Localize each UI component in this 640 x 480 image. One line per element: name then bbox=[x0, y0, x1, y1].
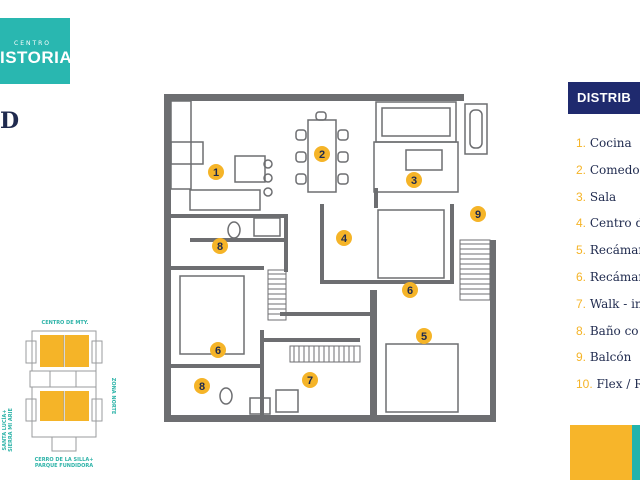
room-marker bbox=[210, 342, 226, 358]
floor-plan: 1 2 3 4 5 6 6 7 8 8 9 bbox=[160, 90, 500, 430]
distribution-item: 5. Recámar bbox=[576, 243, 640, 258]
room-marker-label: 8 bbox=[199, 381, 205, 393]
distribution-header: DISTRIB bbox=[568, 82, 640, 114]
room-marker-label: 4 bbox=[341, 233, 348, 245]
kitchen-counters bbox=[170, 100, 273, 211]
distribution-item: 7. Walk - in bbox=[576, 296, 640, 311]
room-marker bbox=[402, 282, 418, 298]
room-marker-label: 1 bbox=[213, 167, 219, 179]
room-marker bbox=[302, 372, 318, 388]
room-marker bbox=[470, 206, 486, 222]
balcony-strip bbox=[464, 103, 488, 155]
unit-highlight bbox=[40, 335, 64, 367]
distribution-item: 6. Recámar bbox=[576, 269, 640, 284]
brand-logo: CENTRO ISTORIA bbox=[0, 18, 70, 84]
distribution-list: 1. Cocina 2. Comedo 3. Sala 4. Centro d … bbox=[576, 136, 640, 404]
distribution-item: 3. Sala bbox=[576, 189, 617, 204]
building-wing bbox=[91, 340, 103, 364]
room-marker-label: 2 bbox=[319, 149, 325, 161]
building-base bbox=[51, 436, 77, 452]
room-marker-label: 6 bbox=[215, 345, 221, 357]
room-marker bbox=[208, 164, 224, 180]
unit-highlight bbox=[65, 391, 89, 421]
room-marker bbox=[416, 328, 432, 344]
building-wing bbox=[25, 340, 37, 364]
location-label-bottom: CERRO DE LA SILLA+ PARQUE FUNDIDORA bbox=[34, 457, 94, 469]
unit-highlight bbox=[40, 391, 64, 421]
room-marker bbox=[406, 172, 422, 188]
dining-table bbox=[295, 111, 349, 193]
unit-highlight bbox=[65, 335, 89, 367]
closets bbox=[267, 239, 491, 363]
distribution-item: 8. Baño co bbox=[576, 323, 639, 338]
logo-big-text: ISTORIA bbox=[0, 48, 70, 67]
location-label-right: ZONA NORTE bbox=[110, 377, 116, 415]
floor-plan-drawing: 1 2 3 4 5 6 6 7 8 8 9 bbox=[164, 94, 496, 422]
distribution-item: 2. Comedo bbox=[576, 162, 640, 177]
distribution-item: 1. Cocina bbox=[576, 136, 632, 150]
location-label-left: SANTA LUCÍA+ SIERRA MI ARIE bbox=[2, 408, 14, 452]
distribution-item: 10. Flex / R bbox=[576, 377, 640, 392]
room-marker bbox=[194, 378, 210, 394]
interior-walls bbox=[164, 188, 454, 420]
location-map-graphic bbox=[25, 330, 103, 452]
living-sofa bbox=[373, 101, 459, 193]
building-link bbox=[29, 370, 51, 388]
decor-band-teal bbox=[632, 425, 640, 480]
building-wing bbox=[25, 398, 37, 422]
room-marker-label: 8 bbox=[217, 241, 223, 253]
room-marker-label: 9 bbox=[475, 209, 481, 221]
location-map: CENTRO DE MTY. SANTA LUCÍA+ SIERRA MI AR… bbox=[0, 315, 150, 475]
room-marker-label: 5 bbox=[421, 331, 427, 343]
room-marker bbox=[212, 238, 228, 254]
building-wing bbox=[91, 398, 103, 422]
decor-band-yellow bbox=[570, 425, 632, 480]
room-marker bbox=[314, 146, 330, 162]
room-marker bbox=[336, 230, 352, 246]
distribution-item: 4. Centro d bbox=[576, 216, 640, 231]
room-marker-label: 3 bbox=[411, 175, 417, 187]
logo-small-text: CENTRO bbox=[14, 40, 52, 47]
room-marker-label: 6 bbox=[407, 285, 413, 297]
outer-walls bbox=[164, 94, 496, 422]
room-marker-label: 7 bbox=[307, 375, 313, 387]
building-link bbox=[75, 370, 97, 388]
building-top-outline bbox=[31, 330, 97, 372]
distribution-item: 9. Balcón bbox=[576, 350, 632, 365]
bathrooms bbox=[219, 217, 299, 415]
model-title: D bbox=[0, 108, 20, 134]
location-label-top: CENTRO DE MTY. bbox=[41, 320, 89, 326]
